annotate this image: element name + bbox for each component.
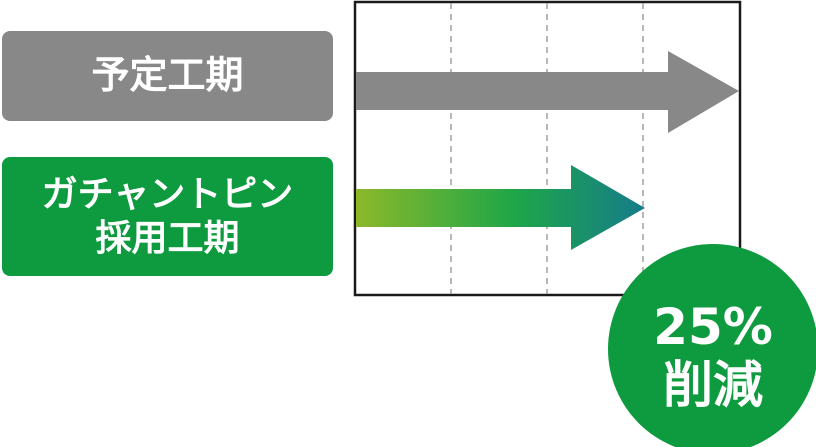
planned-schedule-text: 予定工期 [91,53,244,98]
reduction-badge: 25% 削減 [608,262,816,447]
planned-schedule-label: 予定工期 [2,31,333,121]
reduction-badge-circle [608,244,816,447]
gachant-schedule-label: ガチャントピン 採用工期 [2,157,333,276]
reduction-percent: 25% [653,298,773,356]
gachant-schedule-arrow [356,165,645,250]
gachant-schedule-text: 採用工期 [95,217,240,259]
gachant-product-name: ガチャントピン [41,174,294,216]
planned-schedule-arrow [356,51,739,133]
reduction-word: 削減 [663,355,763,414]
